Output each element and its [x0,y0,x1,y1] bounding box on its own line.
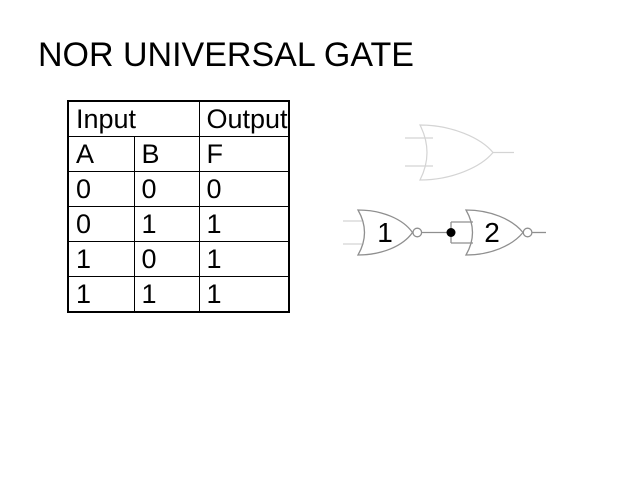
cell-a: 0 [67,206,135,242]
faint-or-gate-icon [405,124,514,181]
junction-dot-icon [446,228,456,237]
nor2-bubble-icon [522,227,533,238]
cell-a: 1 [67,276,135,313]
truth-table: Input Output A B F 0 0 0 0 1 1 1 0 1 [67,100,290,313]
cell-f: 0 [198,171,290,207]
cell-f: 1 [198,206,290,242]
nor1-bubble-icon [412,227,423,238]
table-row: 0 1 1 [67,206,290,242]
or-gate-input-lines [405,137,433,167]
cell-a: 1 [67,241,135,277]
cell-f: 1 [198,276,290,313]
cell-b: 0 [133,171,200,207]
table-row: 1 0 1 [67,241,290,277]
cell-b: 1 [133,206,200,242]
cell-f: 1 [198,241,290,277]
cell-b: 1 [133,276,200,313]
column-header-b: B [133,136,200,172]
cell-b: 0 [133,241,200,277]
nor-circuit [343,209,546,256]
slide-title: NOR UNIVERSAL GATE [38,36,414,74]
nor1-label: 1 [377,217,393,248]
nor2-label: 2 [484,217,500,248]
nor2-gate-body [464,209,524,256]
column-header-a: A [67,136,135,172]
nor1-input-lines [343,220,362,245]
nor1-gate-body [356,209,414,256]
table-row-columns: A B F [67,136,290,172]
table-row: 1 1 1 [67,276,290,313]
column-header-f: F [198,136,290,172]
or-gate-body [419,124,494,181]
